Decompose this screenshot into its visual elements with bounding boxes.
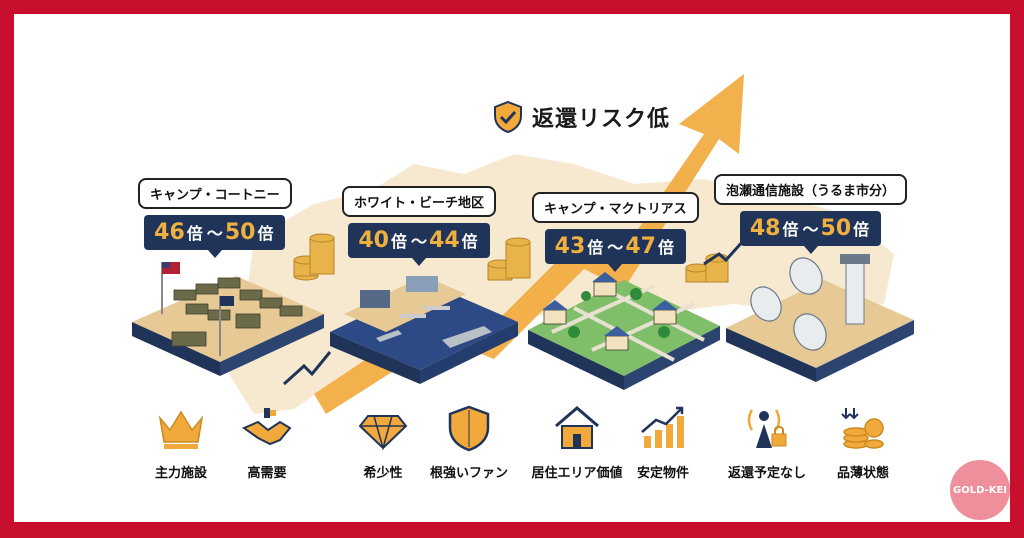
multiplier-unit: 倍 [186, 224, 203, 243]
feature-icons-row: 主力施設 高需要 希少性 根強いファン 居住エリア価値 安定物件 返還予定なし [14, 404, 1010, 514]
rising-chart-icon [641, 406, 684, 448]
multiplier-high: 50 [820, 216, 852, 241]
multiplier-low: 40 [358, 228, 389, 253]
brand-text: GOLD-KEI [952, 484, 1008, 496]
handshake-icon [241, 408, 292, 446]
feature-label: 根強いファン [429, 466, 508, 481]
platform-white-beach [330, 276, 518, 384]
multiplier-unit: 倍 [782, 220, 799, 239]
platform-camp-courtney [132, 262, 324, 376]
shield-icon [448, 405, 490, 452]
site-name: キャンプ・マクトリアス [532, 192, 699, 223]
shield-check-icon [494, 100, 522, 134]
feature-item: 品薄状態 [808, 404, 918, 481]
feature-item: 主力施設 [126, 404, 236, 481]
feature-label: 品薄状態 [836, 466, 889, 481]
diamond-icon [358, 415, 408, 451]
site-name: キャンプ・コートニー [138, 178, 292, 209]
coin-stack-icon [841, 408, 884, 449]
feature-item: 根強いファン [414, 404, 524, 481]
feature-label: 居住エリア価値 [531, 466, 623, 481]
feature-label: 希少性 [363, 466, 403, 481]
feature-label: 返還予定なし [727, 466, 806, 481]
multiplier-unit: 倍 [461, 232, 478, 251]
brand-logo: GOLD-KEI [950, 460, 1010, 520]
feature-item: 返還予定なし [712, 404, 822, 481]
site-name: ホワイト・ビーチ地区 [342, 186, 497, 217]
house-icon [555, 406, 599, 449]
multiplier-separator: 〜 [607, 238, 624, 257]
platform-camp-mctureous [528, 272, 720, 390]
small-up-arrow-left [282, 351, 332, 386]
island-illustration [132, 74, 914, 414]
coin-stack-1 [293, 233, 335, 281]
feature-label: 安定物件 [636, 466, 689, 481]
page-title: 返還リスク低 [492, 100, 670, 134]
multiplier-separator: 〜 [206, 224, 223, 243]
multiplier-separator: 〜 [802, 220, 819, 239]
feature-item: 居住エリア価値 [522, 404, 632, 481]
site-name: 泡瀬通信施設（うるま市分） [714, 174, 908, 205]
platform-awase [726, 254, 914, 382]
crown-icon [158, 410, 204, 449]
multiplier-unit: 倍 [657, 238, 674, 257]
multiplier-separator: 〜 [411, 232, 428, 251]
multiplier-high: 44 [429, 228, 460, 253]
coin-stack-2 [487, 237, 531, 281]
locked-person-icon [747, 409, 787, 448]
multiplier-unit: 倍 [390, 232, 407, 251]
multiplier-unit: 倍 [853, 220, 870, 239]
title-text: 返還リスク低 [532, 107, 671, 132]
multiplier-high: 47 [625, 234, 656, 259]
feature-label: 主力施設 [154, 466, 207, 481]
feature-item: 安定物件 [608, 404, 718, 481]
multiplier-unit: 倍 [257, 224, 274, 243]
feature-item: 高需要 [212, 404, 322, 481]
multiplier-low: 43 [554, 234, 586, 259]
multiplier-unit: 倍 [587, 238, 604, 257]
multiplier-high: 50 [224, 220, 256, 245]
multiplier-low: 46 [154, 220, 185, 245]
feature-item: 希少性 [328, 404, 438, 481]
multiplier-low: 48 [749, 216, 781, 241]
feature-label: 高需要 [247, 466, 287, 481]
small-up-arrow [703, 238, 746, 266]
